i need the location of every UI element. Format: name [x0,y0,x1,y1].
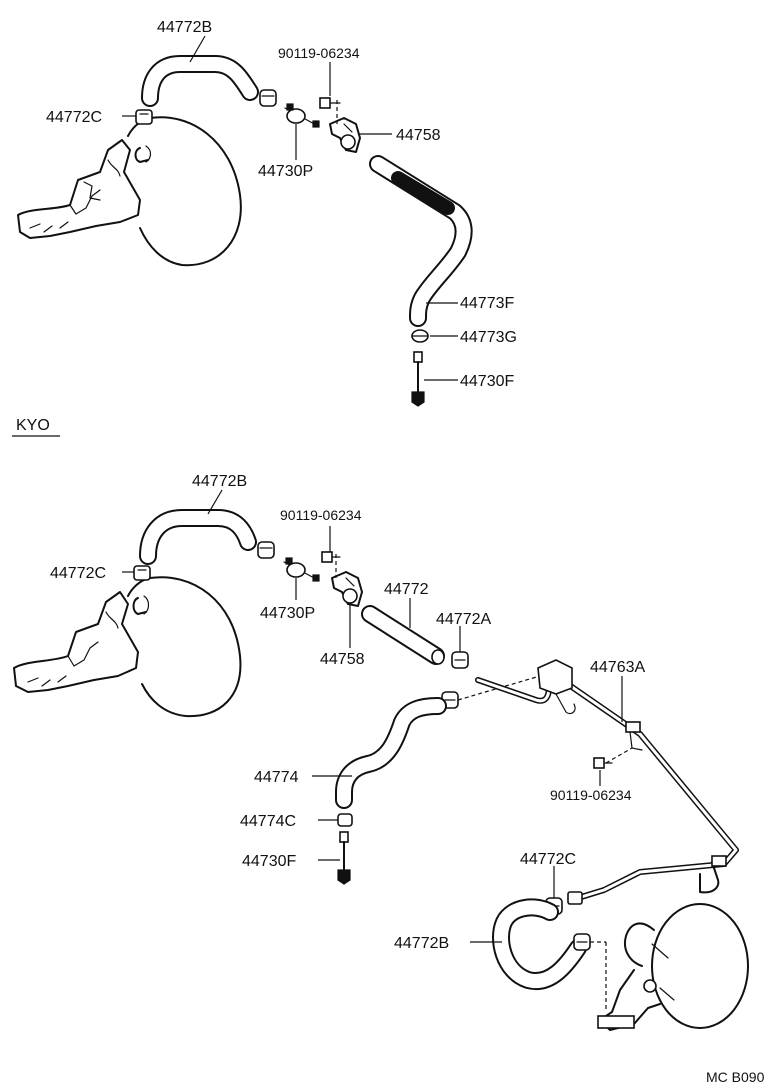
top-hose-clamp [259,89,277,107]
label-top-44773g: 44773G [460,329,517,346]
label-bottom-44772a: 44772A [436,611,491,628]
section-tag-kyo: KYO [16,417,50,434]
label-top-44772b: 44772B [157,19,212,36]
section-tag: KYO [12,417,60,437]
label-bottom-44772c-2: 44772C [520,851,576,868]
label-bottom-44772b: 44772B [192,473,247,490]
top-union-44730f [411,351,425,407]
bottom-clip-44772c [133,565,151,581]
top-brake-booster [17,116,242,267]
label-bottom-44772c: 44772C [50,565,106,582]
label-bottom-44758: 44758 [320,651,365,668]
bottom-hose-44772b-lower [492,898,587,991]
top-hose-44772b [141,55,259,107]
bottom-assembly: 44772B 90119-06234 44772C 44730P 44758 4… [13,473,749,1031]
label-top-44773f: 44773F [460,295,514,312]
bottom-bracket [331,571,363,607]
bottom-hose-clamp [257,541,275,559]
bottom-union-44730f [337,831,351,885]
top-bolt [319,97,341,124]
bottom-master-cylinder [597,903,749,1031]
figure-code: MC B090 [706,1069,765,1085]
label-bottom-44730p: 44730P [260,605,315,622]
bottom-pipe-44763a [475,659,739,905]
label-top-44758: 44758 [396,127,441,144]
bottom-hose-44772 [361,605,445,665]
bottom-check-valve [283,557,320,582]
label-bottom-bolt: 90119-06234 [280,507,362,523]
bottom-hose-44774 [335,697,447,809]
bottom-hose-44772b [139,509,257,565]
label-bottom-44763a: 44763A [590,659,645,676]
top-bracket [329,117,361,153]
top-leaders [122,35,458,381]
bottom-labels: 44772B 90119-06234 44772C 44730P 44758 4… [50,473,645,952]
label-bottom-44774: 44774 [254,769,299,786]
label-bottom-44772b-2: 44772B [394,935,449,952]
label-bottom-bolt-2: 90119-06234 [550,787,632,803]
top-clip-44773g [411,329,429,343]
label-top-44772c: 44772C [46,109,102,126]
label-top-44730f: 44730F [460,373,514,390]
label-top-44730p: 44730P [258,163,313,180]
top-assembly: 44772B 90119-06234 44772C 44730P 44758 4… [17,19,517,407]
top-check-valve [284,103,320,128]
bottom-brake-booster [13,576,242,718]
label-bottom-44730f: 44730F [242,853,296,870]
top-clip-44772c [135,109,153,125]
bottom-clamp-master [573,933,607,1012]
bottom-bolt-2 [593,747,633,769]
label-bottom-44774c: 44774C [240,813,296,830]
bottom-clip-44772a [451,651,469,669]
label-bottom-44772: 44772 [384,581,429,598]
bottom-bolt [321,551,341,578]
top-labels: 44772B 90119-06234 44772C 44730P 44758 4… [46,19,517,390]
bottom-clip-44774c [337,813,353,827]
top-hose-44773f [369,155,473,327]
label-top-bolt: 90119-06234 [278,45,360,61]
bottom-leaders [122,489,623,943]
